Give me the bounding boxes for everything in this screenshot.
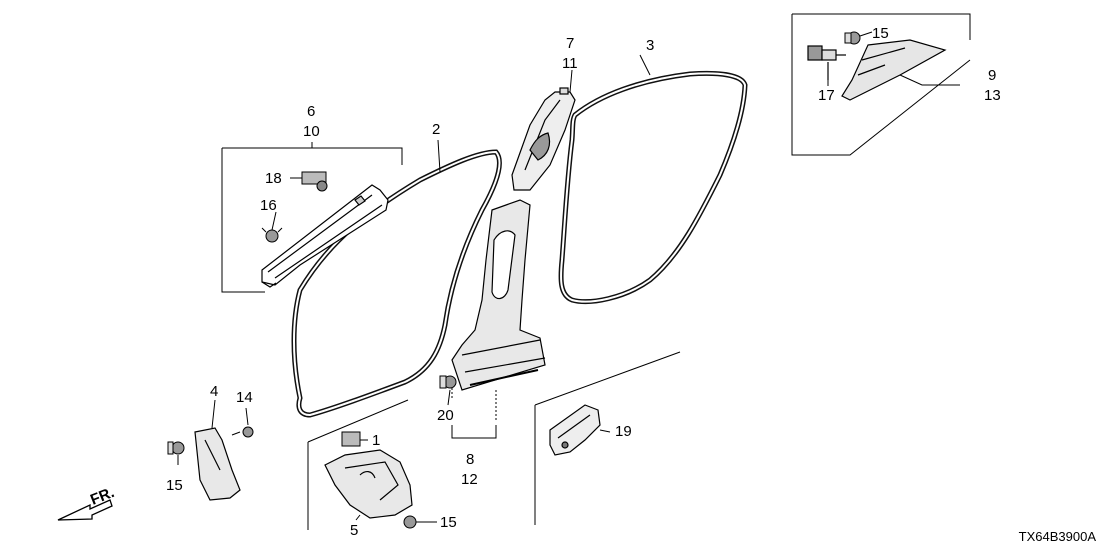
part-label-15-bottom-text: 15 (440, 514, 457, 531)
part-label-18: 18 (265, 170, 282, 187)
part-label-13: 13 (984, 87, 1001, 104)
part-label-20: 20 (437, 407, 454, 424)
label-1-decal (341, 431, 361, 447)
part-label-15-top: 15 (872, 25, 889, 42)
part-label-17: 17 (818, 87, 835, 104)
front-pillar-lower-trim (194, 427, 241, 501)
clip-17 (807, 45, 846, 80)
part-label-3: 3 (646, 37, 655, 54)
part-label-8: 8 (466, 451, 475, 468)
clip-18 (301, 171, 328, 192)
clip-16 (261, 227, 283, 243)
part-label-1: 1 (372, 432, 381, 449)
kick-panel (324, 449, 413, 519)
center-pillar-upper-garnish (511, 87, 576, 191)
rear-door-weatherstrip (558, 70, 748, 305)
part-label-12: 12 (461, 471, 478, 488)
leader-lines (177, 31, 960, 523)
part-label-14: 14 (236, 389, 253, 406)
part-label-15-left-text: 15 (166, 477, 183, 494)
part-label-16: 16 (260, 197, 277, 214)
part-label-11: 11 (562, 55, 578, 72)
diagram-code: TX64B3900A (1018, 529, 1096, 544)
rear-pillar-garnish (841, 39, 947, 101)
part-label-6: 6 (307, 103, 316, 120)
part-label-2: 2 (432, 121, 441, 138)
clip-14 (231, 426, 254, 438)
clip-15-top (844, 31, 861, 45)
front-direction-arrow (57, 499, 113, 521)
part-label-9: 9 (988, 67, 997, 84)
clip-20 (439, 375, 457, 389)
front-pillar-garnish (261, 184, 389, 288)
part-label-10: 10 (303, 123, 320, 140)
center-pillar-lower-garnish (451, 199, 546, 391)
clip-15-left (167, 441, 185, 455)
speaker-cover (549, 404, 601, 456)
part-label-7: 7 (566, 35, 575, 52)
clip-15-bottom (403, 515, 430, 529)
part-label-19: 19 (615, 423, 632, 440)
part-label-5: 5 (350, 522, 359, 539)
part-label-4: 4 (210, 383, 219, 400)
